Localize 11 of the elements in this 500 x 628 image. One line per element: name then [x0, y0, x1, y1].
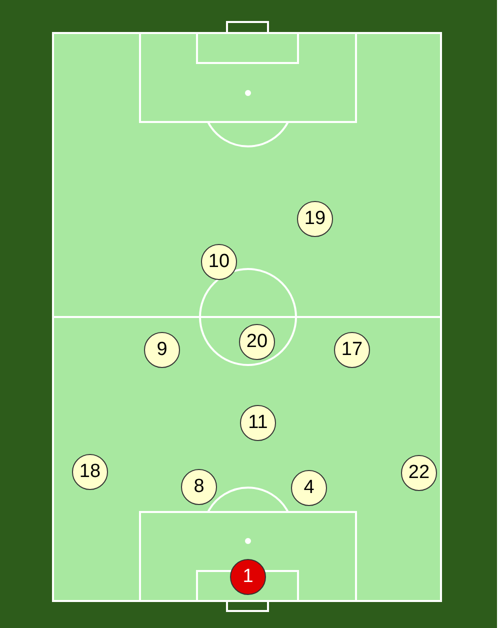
player-number: 10 — [208, 251, 230, 273]
player-number: 20 — [246, 331, 268, 353]
player-number: 9 — [156, 339, 168, 361]
player-number: 17 — [341, 339, 363, 361]
player-number: 19 — [304, 208, 326, 230]
player-number: 18 — [79, 461, 101, 483]
player-number: 1 — [242, 566, 254, 588]
player-number: 22 — [408, 462, 430, 484]
player-number: 11 — [248, 412, 268, 434]
player-number: 8 — [194, 476, 204, 498]
player-number: 4 — [304, 477, 314, 499]
